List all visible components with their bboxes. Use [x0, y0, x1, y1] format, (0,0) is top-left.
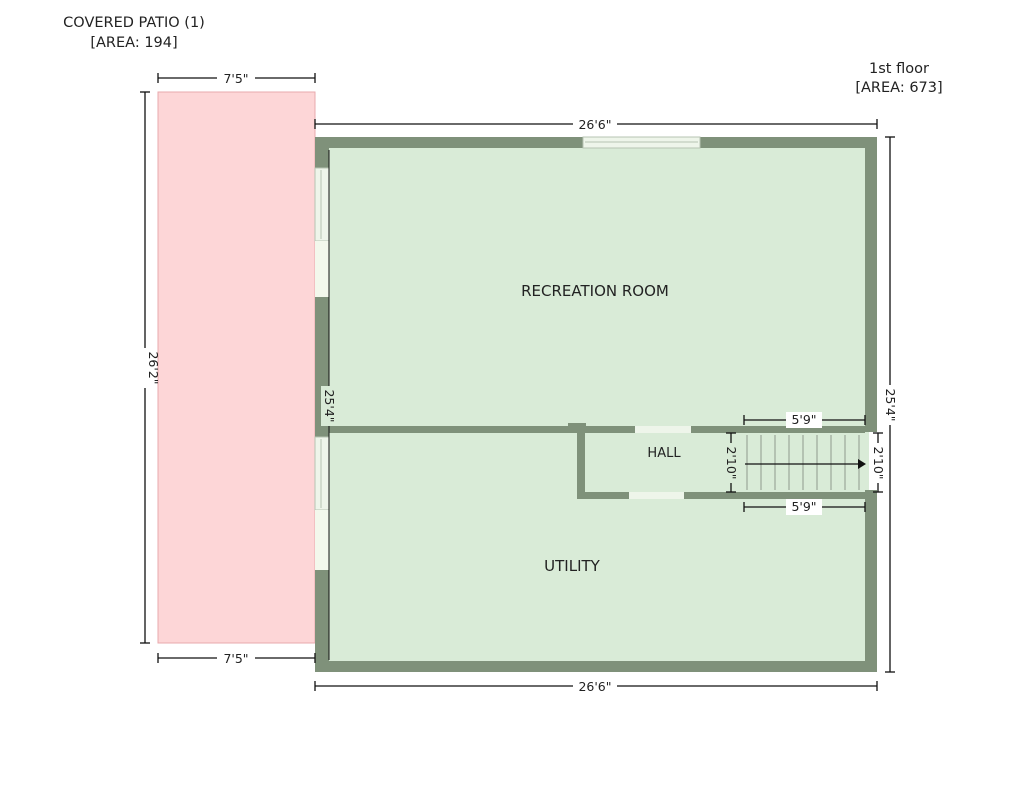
- floor-left-height-label: 25'4": [322, 389, 337, 422]
- stair-left-height-label: 2'10": [724, 446, 739, 479]
- room-floor: [323, 143, 869, 668]
- patio-title: COVERED PATIO (1): [63, 15, 205, 31]
- floor-title: 1st floor: [869, 61, 929, 77]
- stair-top-width-label: 5'9": [791, 412, 816, 427]
- stairs: [742, 433, 866, 492]
- left-window-upper: [314, 167, 330, 242]
- utility-label: UTILITY: [544, 557, 601, 575]
- covered-patio-area: [157, 91, 316, 644]
- patio-height-label: 26'2": [146, 351, 161, 384]
- hall-door-bottom: [629, 492, 684, 499]
- floor-area: [AREA: 673]: [855, 80, 942, 96]
- stair-left-label-bg: [723, 443, 739, 483]
- floor-right-height-label: 25'4": [883, 388, 898, 421]
- stair-arrow-icon: [858, 459, 866, 469]
- stair-right-height-label: 2'10": [871, 446, 886, 479]
- stair-bottom-width-label: 5'9": [791, 499, 816, 514]
- dimension-label-backgrounds: [137, 70, 898, 694]
- stair-right-label-bg: [870, 443, 886, 483]
- left-door-lower: [315, 510, 329, 570]
- patio-top-width-label: 7'5": [223, 71, 248, 86]
- floor-top-width-label: 26'6": [578, 117, 611, 132]
- interior-walls: [329, 423, 865, 499]
- patio-area: [AREA: 194]: [90, 35, 177, 51]
- recreation-room-label: RECREATION ROOM: [521, 282, 669, 300]
- hall-door-top: [635, 426, 691, 433]
- left-inner-label-bg: [321, 386, 337, 426]
- left-door-upper: [315, 241, 329, 297]
- hall-label: HALL: [647, 446, 681, 461]
- left-window-lower: [314, 436, 330, 511]
- floor-bottom-width-label: 26'6": [578, 679, 611, 694]
- patio-bottom-width-label: 7'5": [223, 651, 248, 666]
